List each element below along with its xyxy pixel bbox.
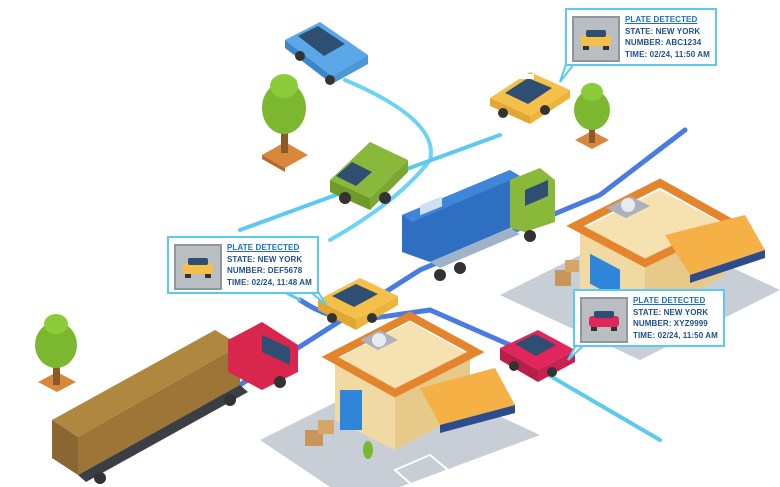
detection-state: STATE: NEW YORK: [227, 254, 303, 264]
detection-time: TIME: 02/24, 11:50 AM: [633, 330, 718, 340]
detection-heading: PLATE DETECTED: [633, 296, 706, 305]
detection-number: NUMBER: ABC1234: [625, 38, 702, 47]
tree: [262, 74, 308, 172]
taxi-car: [490, 72, 570, 124]
detection-number: NUMBER: XYZ9999: [633, 319, 708, 328]
building: [260, 311, 540, 487]
detection-number: NUMBER: DEF5678: [227, 266, 303, 275]
detection-heading: PLATE DETECTED: [227, 243, 300, 252]
plate-detection-callout: PLATE DETECTED STATE: NEW YORK NUMBER: A…: [565, 8, 717, 66]
callout-pointer: [559, 63, 577, 83]
pink-car: [500, 330, 575, 382]
tree: [574, 83, 610, 149]
tree: [35, 314, 77, 392]
detection-state: STATE: NEW YORK: [625, 26, 701, 36]
flatbed-truck: [52, 322, 298, 484]
taxi-car: [318, 278, 398, 330]
detection-time: TIME: 02/24, 11:48 AM: [227, 277, 312, 287]
car-icon: [581, 30, 611, 50]
blue-container-truck: [402, 168, 555, 281]
detection-time: TIME: 02/24, 11:50 AM: [625, 49, 710, 59]
plate-detection-callout: PLATE DETECTED STATE: NEW YORK NUMBER: D…: [167, 236, 319, 294]
blue-car: [285, 22, 368, 85]
plate-detection-callout: PLATE DETECTED STATE: NEW YORK NUMBER: X…: [573, 289, 725, 347]
green-van: [330, 142, 408, 210]
detection-heading: PLATE DETECTED: [625, 15, 698, 24]
car-icon: [589, 311, 619, 331]
car-thumbnail: [174, 244, 222, 290]
detection-state: STATE: NEW YORK: [633, 307, 709, 317]
car-icon: [183, 258, 213, 278]
car-thumbnail: [572, 16, 620, 62]
car-thumbnail: [580, 297, 628, 343]
